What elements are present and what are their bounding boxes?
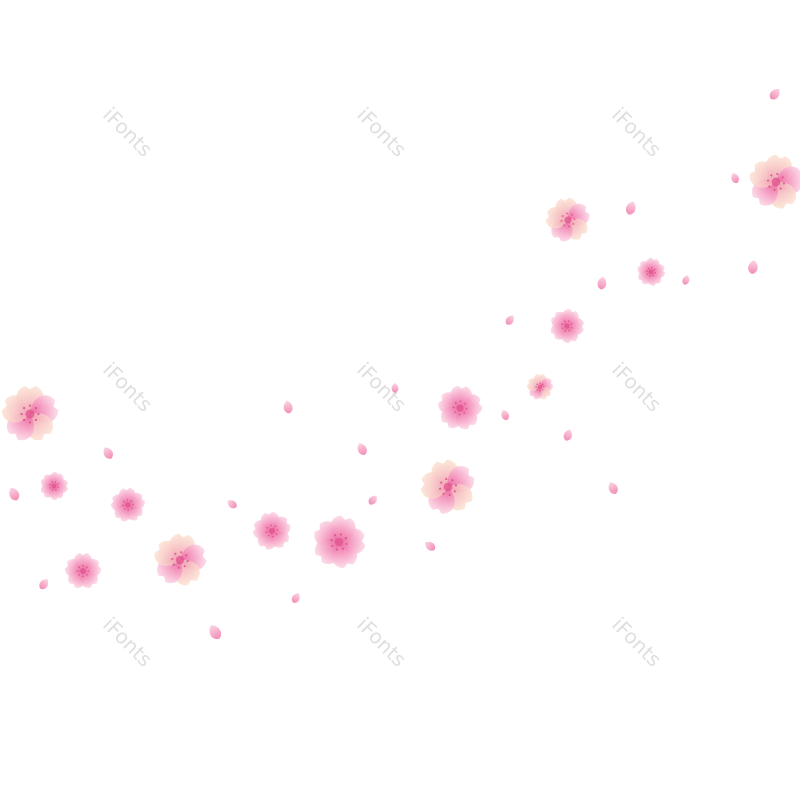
falling-petal-icon [357,443,367,455]
falling-petal-icon [608,482,618,494]
cherry-blossom-icon [545,197,590,242]
falling-petal-icon [227,500,237,509]
falling-petal-icon [625,201,636,215]
cherry-blossom-icon [314,515,366,568]
cherry-blossom-icon [526,374,554,400]
cherry-blossom-icon [252,511,291,550]
falling-petal-icon [209,625,222,640]
falling-petal-icon [9,487,20,501]
falling-petal-icon [501,409,510,421]
falling-petal-icon [731,172,740,184]
falling-petal-icon [505,315,514,325]
falling-petal-icon [769,89,780,100]
falling-petal-icon [103,447,113,459]
falling-petal-icon [391,383,399,393]
cherry-blossom-icon [154,533,207,586]
cherry-blossom-icon [110,487,145,522]
cherry-blossom-icon [438,385,483,430]
cherry-blossom-icon [550,308,585,344]
cherry-blossom-icon [420,459,474,514]
cherry-blossom-icon [40,471,68,501]
cherry-blossom-icon [64,553,102,588]
falling-petal-icon [563,429,572,441]
petal-layer [9,89,780,640]
falling-petal-icon [682,275,690,285]
falling-petal-icon [291,593,300,603]
cherry-blossom-icon [1,386,59,441]
falling-petal-icon [39,579,49,590]
cherry-blossom-icon [749,154,800,209]
falling-petal-icon [748,260,758,274]
blossom-layer [1,154,800,588]
falling-petal-icon [283,400,293,414]
falling-petal-icon [425,541,436,551]
falling-petal-icon [368,495,377,505]
cherry-blossom-icon [637,257,666,286]
falling-petal-icon [597,276,607,290]
